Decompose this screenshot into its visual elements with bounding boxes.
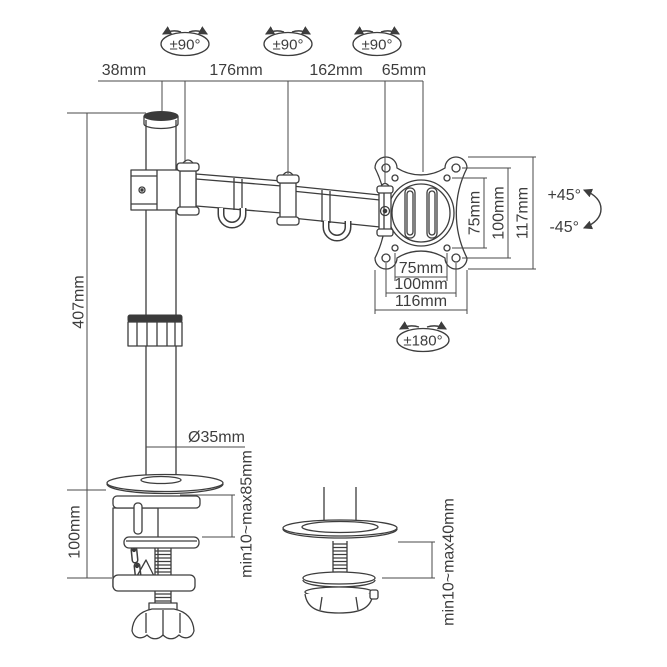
pole-cap [143,111,179,121]
vesa-h-inner-label: 75mm [399,260,443,277]
rotation-joint2-label: ±90° [273,37,304,54]
vesa-v-inner-label: 75mm [467,191,484,235]
pole-diameter-text: Ø35mm [188,429,245,446]
clamp-screw [154,548,172,576]
vesa-plate [374,156,468,270]
arm-pole-bracket [130,169,182,211]
pole-diameter-label: Ø35mm [146,429,245,448]
cable-hook-1 [217,208,247,229]
clamp-guide-pin [133,502,143,535]
rotation-joint3-label: ±90° [362,37,393,54]
dim-arm1: 176mm [209,62,262,79]
vesa75-hole [391,244,399,252]
dim-arm2: 162mm [309,62,362,79]
rotation-indicator-joint3: ±90° [352,26,402,57]
pole-height-label: 407mm [71,275,88,328]
vesa75-hole [391,174,399,182]
vesa-rotation-label: ±180° [403,333,442,350]
vesa-vertical-dimensions: 75mm 100mm 117mm [452,156,536,270]
vesa75-hole [443,244,451,252]
clamp-pad-plate [123,536,200,549]
clamp-knob [131,602,195,640]
grommet-dome-nut [304,586,379,614]
vesa-h-outer-label: 100mm [394,276,447,293]
rotation-indicator-joint2: ±90° [263,26,313,57]
dim-vesa-offset: 65mm [382,62,426,79]
rotation-indicator-joint1: ±90° [160,26,210,57]
clamp-height-label: 100mm [67,505,84,558]
tilt-indicator: +45° -45° [547,187,602,236]
pole-collar [127,314,183,347]
tilt-up-label: +45° [547,187,581,204]
base-plate [106,473,224,495]
vesa-v-outer-label: 100mm [491,186,508,239]
grommet-screw [332,541,348,576]
clamp-range-label: min10~max85mm [239,450,256,578]
top-dimension-line: 38mm 176mm 162mm 65mm [98,62,426,184]
vesa-h-plate-label: 116mm [395,293,447,310]
grommet-range-dimension: min10~max40mm [382,498,458,626]
arm-joint-3 [376,182,394,237]
vesa-horizontal-dimensions: 75mm 100mm 116mm [374,253,468,314]
cable-hook-2 [322,221,352,242]
clamp-height-dimension: 100mm [67,490,112,579]
vesa-rotation-indicator: ±180° [396,321,450,353]
tilt-down-label: -45° [549,219,579,236]
vesa75-hole [443,174,451,182]
vesa-v-plate-label: 117mm [515,187,532,239]
grommet-lower-plate [302,571,376,585]
vesa100-hole [381,253,391,263]
grommet-range-label: min10~max40mm [441,498,458,626]
clamp-bottom-arm [112,574,196,592]
vesa100-hole [381,163,391,173]
grommet-mount [282,487,398,614]
rotation-joint1-label: ±90° [170,37,201,54]
dim-pole-offset: 38mm [102,62,146,79]
vesa100-hole [451,253,461,263]
arm-joint-1 [176,159,200,216]
vesa100-hole [451,163,461,173]
pole [143,111,179,476]
clamp-range-dimension: min10~max85mm [180,450,256,578]
arm-joint-2 [276,171,300,226]
height-dimension: 407mm [67,112,146,491]
desk-clamp [112,495,201,640]
